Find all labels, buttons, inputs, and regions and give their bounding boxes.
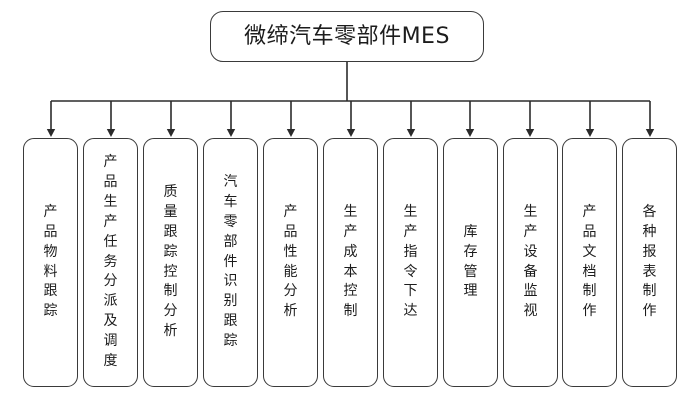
arrowhead-5 xyxy=(286,129,296,137)
node-quality-tracking-control[interactable]: 质量跟踪控制分析 xyxy=(143,138,198,387)
arrowhead-8 xyxy=(465,129,475,137)
root-node-label: 微缔汽车零部件MES xyxy=(244,23,450,49)
node-product-document-creation[interactable]: 产品文档制作 xyxy=(562,138,617,387)
node-product-performance-analysis[interactable]: 产品性能分析 xyxy=(263,138,318,387)
node-label: 产品文档制作 xyxy=(582,203,597,320)
node-production-order-release[interactable]: 生产指令下达 xyxy=(383,138,438,387)
node-product-material-tracking[interactable]: 产品物料跟踪 xyxy=(23,138,78,387)
root-node-mes[interactable]: 微缔汽车零部件MES xyxy=(210,11,484,62)
arrowhead-11 xyxy=(645,129,655,137)
arrowhead-1 xyxy=(46,129,56,137)
node-production-cost-control[interactable]: 生产成本控制 xyxy=(323,138,378,387)
node-label: 质量跟踪控制分析 xyxy=(163,184,178,340)
node-label: 汽车零部件识别跟踪 xyxy=(223,174,238,350)
node-inventory-management[interactable]: 库存管理 xyxy=(443,138,498,387)
arrowhead-6 xyxy=(346,129,356,137)
node-label: 生产设备监视 xyxy=(523,203,538,320)
node-auto-parts-identification[interactable]: 汽车零部件识别跟踪 xyxy=(203,138,258,387)
node-label: 产品物料跟踪 xyxy=(43,203,58,320)
node-production-task-dispatch[interactable]: 产品生产任务分派及调度 xyxy=(83,138,138,387)
node-label: 产品生产任务分派及调度 xyxy=(103,154,118,369)
node-report-generation[interactable]: 各种报表制作 xyxy=(622,138,677,387)
arrowhead-9 xyxy=(525,129,535,137)
arrowhead-2 xyxy=(106,129,116,137)
node-equipment-monitoring[interactable]: 生产设备监视 xyxy=(503,138,558,387)
arrowhead-10 xyxy=(585,129,595,137)
node-label: 库存管理 xyxy=(463,223,478,300)
arrowhead-7 xyxy=(406,129,416,137)
node-label: 各种报表制作 xyxy=(642,203,657,320)
arrowhead-3 xyxy=(166,129,176,137)
node-label: 生产指令下达 xyxy=(403,203,418,320)
node-label: 生产成本控制 xyxy=(343,203,358,320)
node-label: 产品性能分析 xyxy=(283,203,298,320)
arrowhead-4 xyxy=(226,129,236,137)
